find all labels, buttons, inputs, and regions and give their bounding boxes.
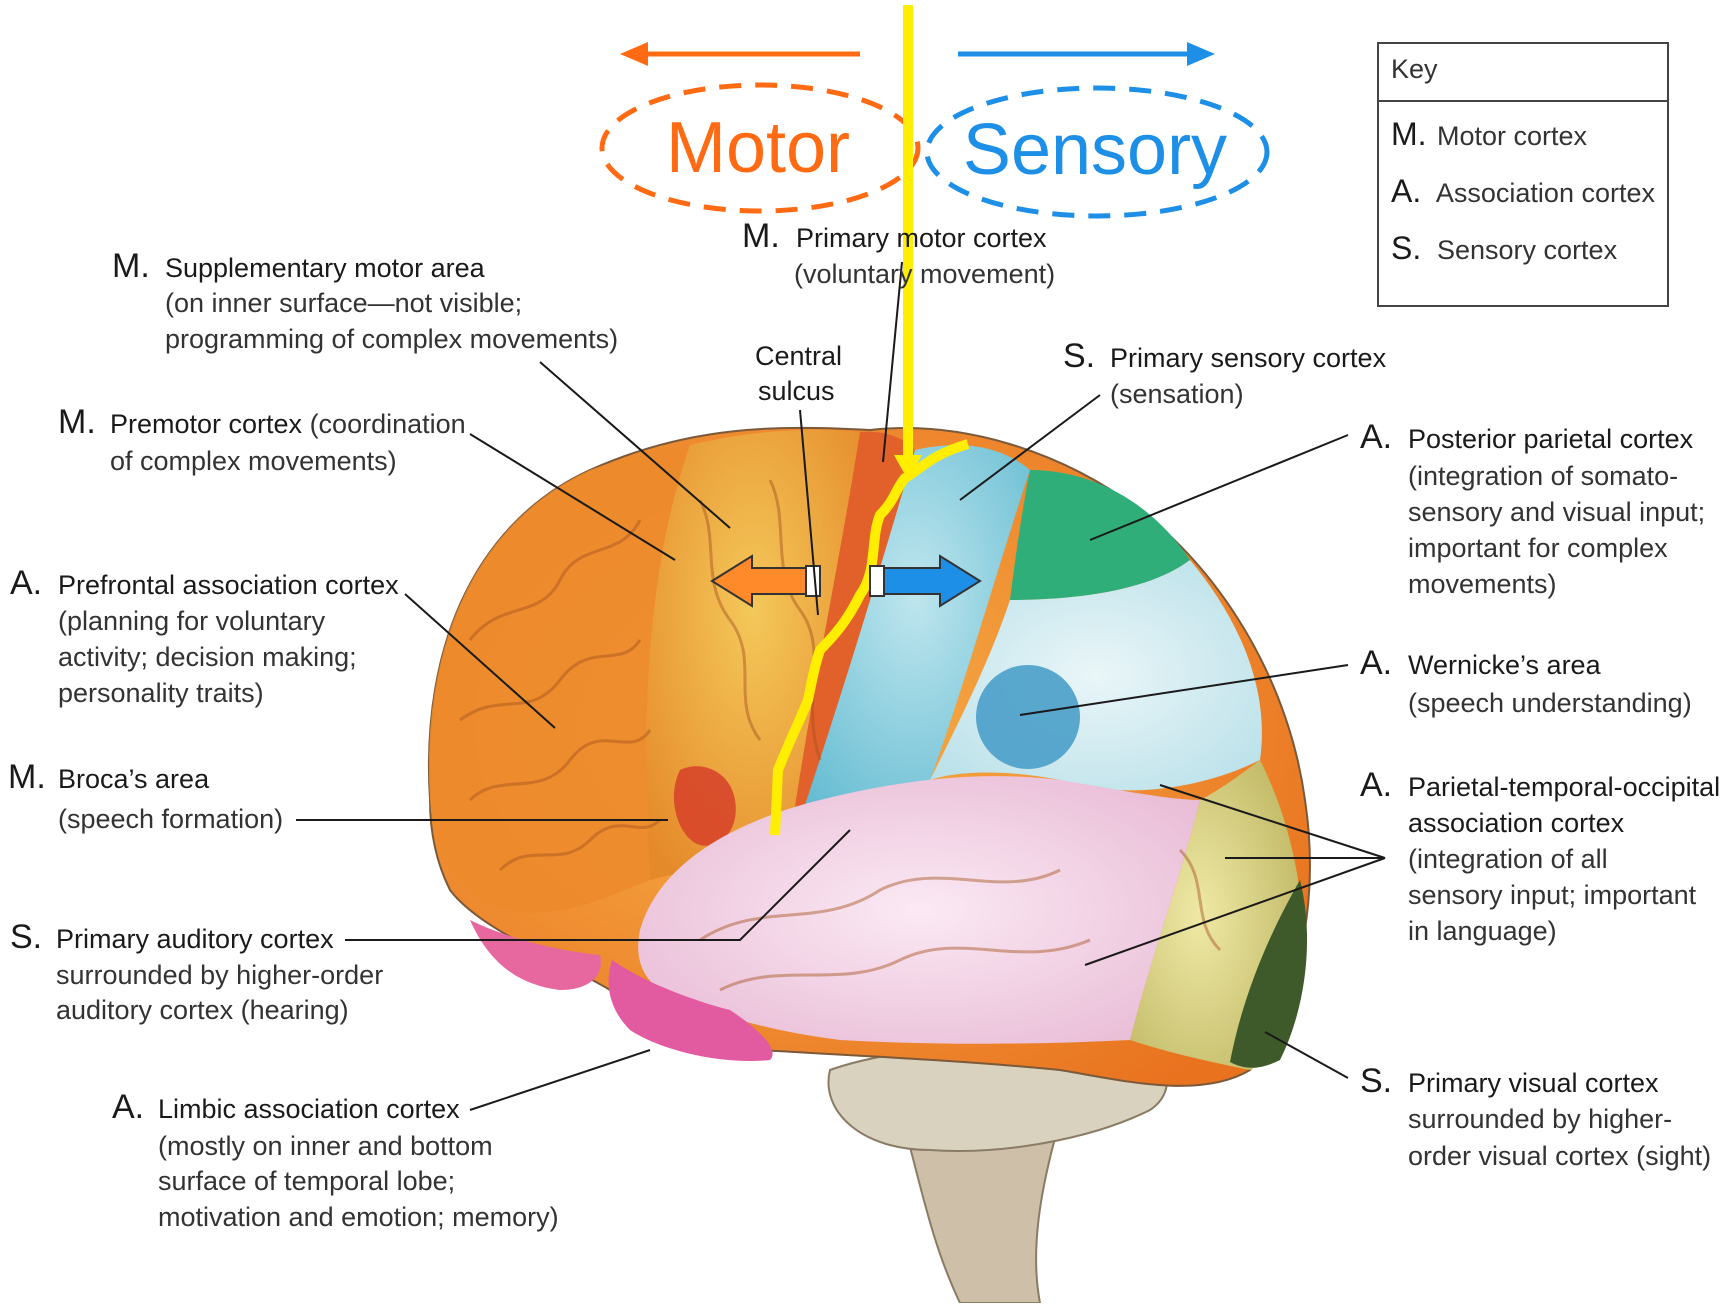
label-desc: (integration of somato- — [1408, 461, 1678, 491]
label-supplementary-motor: M. Supplementary motor area (on inner su… — [112, 247, 618, 354]
label-code: A. — [1360, 418, 1392, 456]
label-name: Supplementary motor area — [165, 253, 486, 283]
label-limbic: A. Limbic association cortex (mostly on … — [112, 1088, 559, 1232]
motor-arrowhead — [620, 42, 648, 66]
label-name: Primary sensory cortex — [1110, 343, 1387, 373]
key-code: S. — [1391, 230, 1437, 267]
label-name-line2: association cortex — [1408, 808, 1625, 838]
label-premotor: M. Premotor cortex (coordination of comp… — [58, 403, 466, 476]
label-name: Primary visual cortex — [1408, 1068, 1659, 1098]
label-auditory: S. Primary auditory cortex surrounded by… — [10, 918, 383, 1025]
wernicke-region — [976, 665, 1080, 769]
label-desc: programming of complex movements) — [165, 324, 618, 354]
label-desc: (sensation) — [1110, 379, 1244, 409]
label-code: A. — [112, 1088, 144, 1126]
sensory-block-arrow-tail — [870, 566, 884, 596]
label-pto: A. Parietal-temporal-occipital associati… — [1360, 766, 1720, 946]
label-desc: (mostly on inner and bottom — [158, 1131, 493, 1161]
key-item: M. Motor cortex — [1379, 102, 1667, 159]
key-text: Motor cortex — [1437, 121, 1587, 152]
key-text: Sensory cortex — [1437, 235, 1617, 266]
key-item: A. Association cortex — [1379, 159, 1667, 216]
label-code: M. — [58, 403, 96, 441]
label-name-row: Premotor cortex (coordination — [110, 409, 466, 439]
label-desc: of complex movements) — [110, 446, 397, 476]
key-text: Association cortex — [1436, 178, 1655, 209]
label-desc: (speech understanding) — [1408, 688, 1692, 718]
label-desc: (speech formation) — [58, 804, 283, 834]
label-broca: M. Broca’s area (speech formation) — [8, 758, 283, 834]
label-desc: auditory cortex (hearing) — [56, 995, 349, 1025]
label-code: A. — [1360, 644, 1392, 682]
label-prefrontal: A. Prefrontal association cortex (planni… — [10, 564, 399, 708]
label-primary-motor: M. Primary motor cortex (voluntary movem… — [742, 217, 1055, 289]
label-desc: important for complex — [1408, 533, 1668, 563]
key-code: M. — [1391, 116, 1437, 153]
key-item: S. Sensory cortex — [1379, 216, 1667, 273]
central-sulcus-line2: sulcus — [758, 376, 835, 406]
label-primary-sensory: S. Primary sensory cortex (sensation) — [1063, 337, 1387, 409]
label-desc: (voluntary movement) — [794, 259, 1055, 289]
label-name: Posterior parietal cortex — [1408, 424, 1694, 454]
key-title: Key — [1379, 44, 1667, 102]
label-desc: order visual cortex (sight) — [1408, 1141, 1711, 1171]
label-name-suffix: (coordination — [302, 409, 466, 439]
label-desc: surrounded by higher- — [1408, 1104, 1672, 1134]
label-desc: (planning for voluntary — [58, 606, 326, 636]
label-name: Parietal-temporal-occipital — [1408, 772, 1720, 802]
label-name: Wernicke’s area — [1408, 650, 1602, 680]
label-code: M. — [112, 247, 150, 285]
label-code: A. — [1360, 766, 1392, 804]
label-desc: activity; decision making; — [58, 642, 357, 672]
label-desc: (on inner surface—not visible; — [165, 288, 522, 318]
label-code: A. — [10, 564, 42, 602]
label-desc: movements) — [1408, 569, 1557, 599]
label-name: Limbic association cortex — [158, 1094, 460, 1124]
sensory-arrowhead — [1187, 42, 1215, 66]
central-sulcus-line1: Central — [755, 341, 842, 371]
label-desc: motivation and emotion; memory) — [158, 1202, 559, 1232]
leader-posterior-parietal — [1090, 435, 1348, 540]
key-legend: Key M. Motor cortex A. Association corte… — [1377, 42, 1669, 307]
motor-sensory-header: Motor Sensory — [602, 42, 1267, 216]
label-code: M. — [8, 758, 46, 796]
key-code: A. — [1391, 173, 1436, 210]
label-code: S. — [10, 918, 42, 956]
label-name: Broca’s area — [58, 764, 210, 794]
label-desc: surrounded by higher-order — [56, 960, 383, 990]
label-desc: sensory and visual input; — [1408, 497, 1705, 527]
label-code: S. — [1063, 337, 1095, 375]
label-posterior-parietal: A. Posterior parietal cortex (integratio… — [1360, 418, 1705, 599]
sensory-label: Sensory — [963, 110, 1227, 190]
label-name: Primary auditory cortex — [56, 924, 334, 954]
label-desc: personality traits) — [58, 678, 264, 708]
motor-label: Motor — [666, 108, 850, 188]
label-desc: surface of temporal lobe; — [158, 1166, 455, 1196]
label-desc: in language) — [1408, 916, 1557, 946]
label-code: M. — [742, 217, 780, 255]
label-visual: S. Primary visual cortex surrounded by h… — [1360, 1062, 1711, 1171]
label-name: Primary motor cortex — [796, 223, 1047, 253]
label-desc: sensory input; important — [1408, 880, 1697, 910]
label-code: S. — [1360, 1062, 1392, 1100]
label-wernicke: A. Wernicke’s area (speech understanding… — [1360, 644, 1692, 718]
label-desc: (integration of all — [1408, 844, 1608, 874]
motor-block-arrow-tail — [806, 566, 820, 596]
label-name: Premotor cortex — [110, 409, 303, 439]
leader-limbic — [470, 1050, 650, 1110]
label-name: Prefrontal association cortex — [58, 570, 399, 600]
